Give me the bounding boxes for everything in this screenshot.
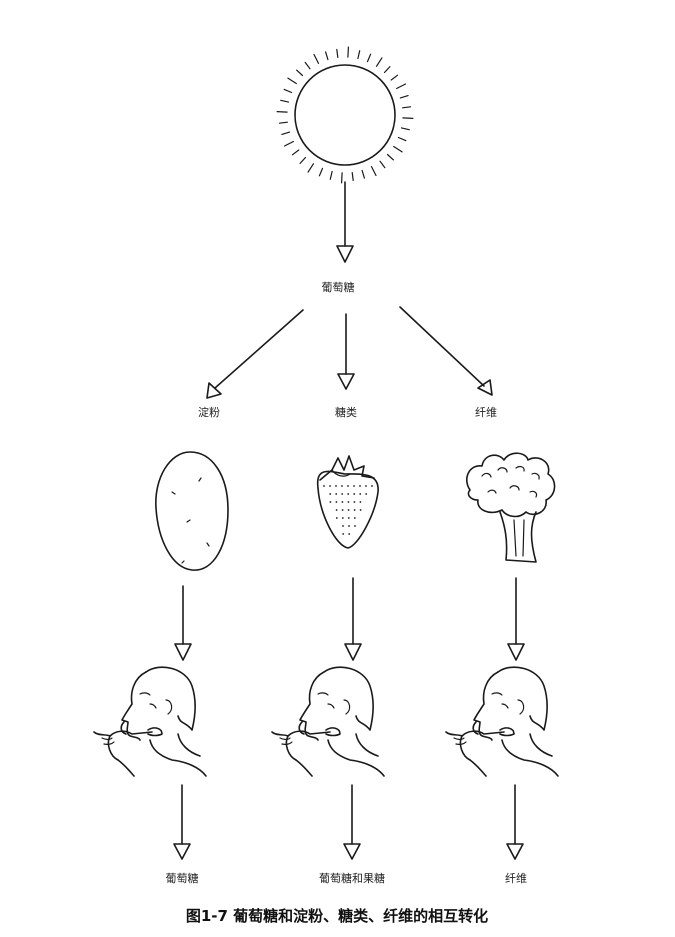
category-label-sugar: 糖类 bbox=[335, 405, 357, 419]
strawberry-seed bbox=[353, 517, 356, 519]
strawberry-seed bbox=[341, 485, 343, 487]
sun-ray bbox=[383, 65, 391, 74]
arrow-to-fiber bbox=[399, 306, 493, 396]
result-arrow-sugar bbox=[343, 784, 361, 860]
strawberry-icon bbox=[316, 455, 379, 549]
arrow-to-sugar bbox=[337, 313, 355, 390]
strawberry-seed bbox=[342, 533, 345, 535]
sun-ray bbox=[325, 51, 329, 61]
person-eating-icon bbox=[271, 666, 385, 777]
result-arrow-fiber bbox=[506, 784, 524, 860]
strawberry-seed bbox=[348, 533, 351, 535]
strawberry-seed bbox=[341, 509, 344, 511]
strawberry-seed bbox=[347, 509, 350, 511]
sun-ray bbox=[361, 169, 365, 179]
arrow-to-starch bbox=[206, 309, 304, 399]
sun-ray bbox=[357, 50, 361, 60]
strawberry-seed bbox=[359, 485, 361, 487]
category-label-fiber: 纤维 bbox=[475, 406, 497, 419]
strawberry-seed bbox=[329, 493, 332, 495]
sun-ray bbox=[379, 160, 386, 169]
strawberry-seed bbox=[347, 485, 349, 487]
result-label-fiber: 纤维 bbox=[505, 872, 527, 885]
sun-ray bbox=[287, 77, 297, 85]
sun-ray bbox=[341, 172, 343, 184]
strawberry-seed bbox=[365, 493, 368, 495]
strawberry-seed bbox=[335, 485, 337, 487]
strawberry-seed bbox=[335, 509, 338, 511]
strawberry-seed bbox=[329, 501, 332, 503]
strawberry-seed bbox=[348, 525, 350, 527]
strawberry-seed bbox=[354, 525, 356, 527]
strawberry-to-person-arrow bbox=[344, 577, 362, 661]
person-eating-icon bbox=[93, 666, 207, 777]
sun-ray bbox=[313, 53, 320, 65]
sun-ray bbox=[291, 149, 300, 156]
sun-ray bbox=[278, 121, 288, 124]
sun-ray bbox=[307, 163, 315, 173]
strawberry-seed bbox=[341, 517, 344, 519]
sun-ray bbox=[299, 156, 307, 164]
sun-ray bbox=[276, 110, 288, 113]
potato-to-person-arrow bbox=[174, 585, 192, 661]
sun-ray bbox=[329, 170, 333, 180]
person-eating-icon bbox=[445, 666, 559, 777]
sun-ray bbox=[347, 46, 349, 58]
strawberry-seed bbox=[371, 485, 373, 487]
strawberry-seed bbox=[359, 509, 362, 511]
sun-ray bbox=[397, 136, 407, 142]
strawberry-seed bbox=[335, 501, 338, 503]
sun-ray bbox=[390, 74, 399, 81]
sun-ray bbox=[366, 53, 372, 63]
center-label-glucose: 葡萄糖 bbox=[322, 280, 355, 294]
sun-ray bbox=[370, 166, 377, 177]
strawberry-seed bbox=[335, 517, 338, 519]
strawberry-seed bbox=[347, 501, 350, 503]
sun-ray bbox=[283, 140, 294, 147]
strawberry-seed bbox=[353, 501, 356, 503]
sun-ray bbox=[296, 69, 304, 77]
sun-ray bbox=[386, 153, 394, 161]
sun-ray bbox=[375, 57, 383, 67]
sun-ray bbox=[396, 83, 407, 90]
category-label-starch: 淀粉 bbox=[198, 405, 220, 419]
potato-icon bbox=[155, 451, 229, 571]
result-label-sugar: 葡萄糖和果糖 bbox=[319, 871, 385, 885]
strawberry-seed bbox=[353, 509, 356, 511]
sun-ray bbox=[393, 145, 403, 153]
sun-ray bbox=[280, 99, 290, 103]
strawberry-seed bbox=[347, 493, 350, 495]
strawberry-seed bbox=[359, 501, 362, 503]
strawberry-seed bbox=[359, 493, 362, 495]
strawberry-seed bbox=[329, 485, 331, 487]
strawberry-seed bbox=[365, 485, 367, 487]
strawberry-seed bbox=[347, 517, 350, 519]
strawberry-seed bbox=[342, 525, 344, 527]
strawberry-seed bbox=[323, 485, 325, 487]
sun-ray bbox=[318, 167, 324, 177]
result-arrow-starch bbox=[173, 784, 191, 860]
sun-ray bbox=[399, 94, 409, 99]
sun-to-glucose-arrow bbox=[336, 181, 354, 263]
sun-ray bbox=[402, 117, 414, 120]
strawberry-seed bbox=[341, 501, 344, 503]
sun-ray bbox=[283, 88, 293, 94]
sun-ray bbox=[402, 106, 412, 109]
figure-caption: 图1-7 葡萄糖和淀粉、糖类、纤维的相互转化 bbox=[186, 907, 488, 925]
sun-ray bbox=[351, 172, 354, 182]
strawberry-seed bbox=[335, 493, 338, 495]
sun-ray bbox=[400, 127, 410, 131]
sun-ray bbox=[304, 61, 311, 70]
broccoli-icon bbox=[466, 452, 556, 563]
strawberry-seed bbox=[353, 493, 356, 495]
sun-ray bbox=[336, 48, 339, 59]
sun-ray bbox=[281, 131, 291, 135]
sun-icon bbox=[276, 46, 414, 184]
strawberry-seed bbox=[353, 485, 355, 487]
result-label-starch: 葡萄糖 bbox=[166, 871, 199, 885]
broccoli-to-person-arrow bbox=[507, 577, 525, 661]
strawberry-seed bbox=[341, 493, 344, 495]
